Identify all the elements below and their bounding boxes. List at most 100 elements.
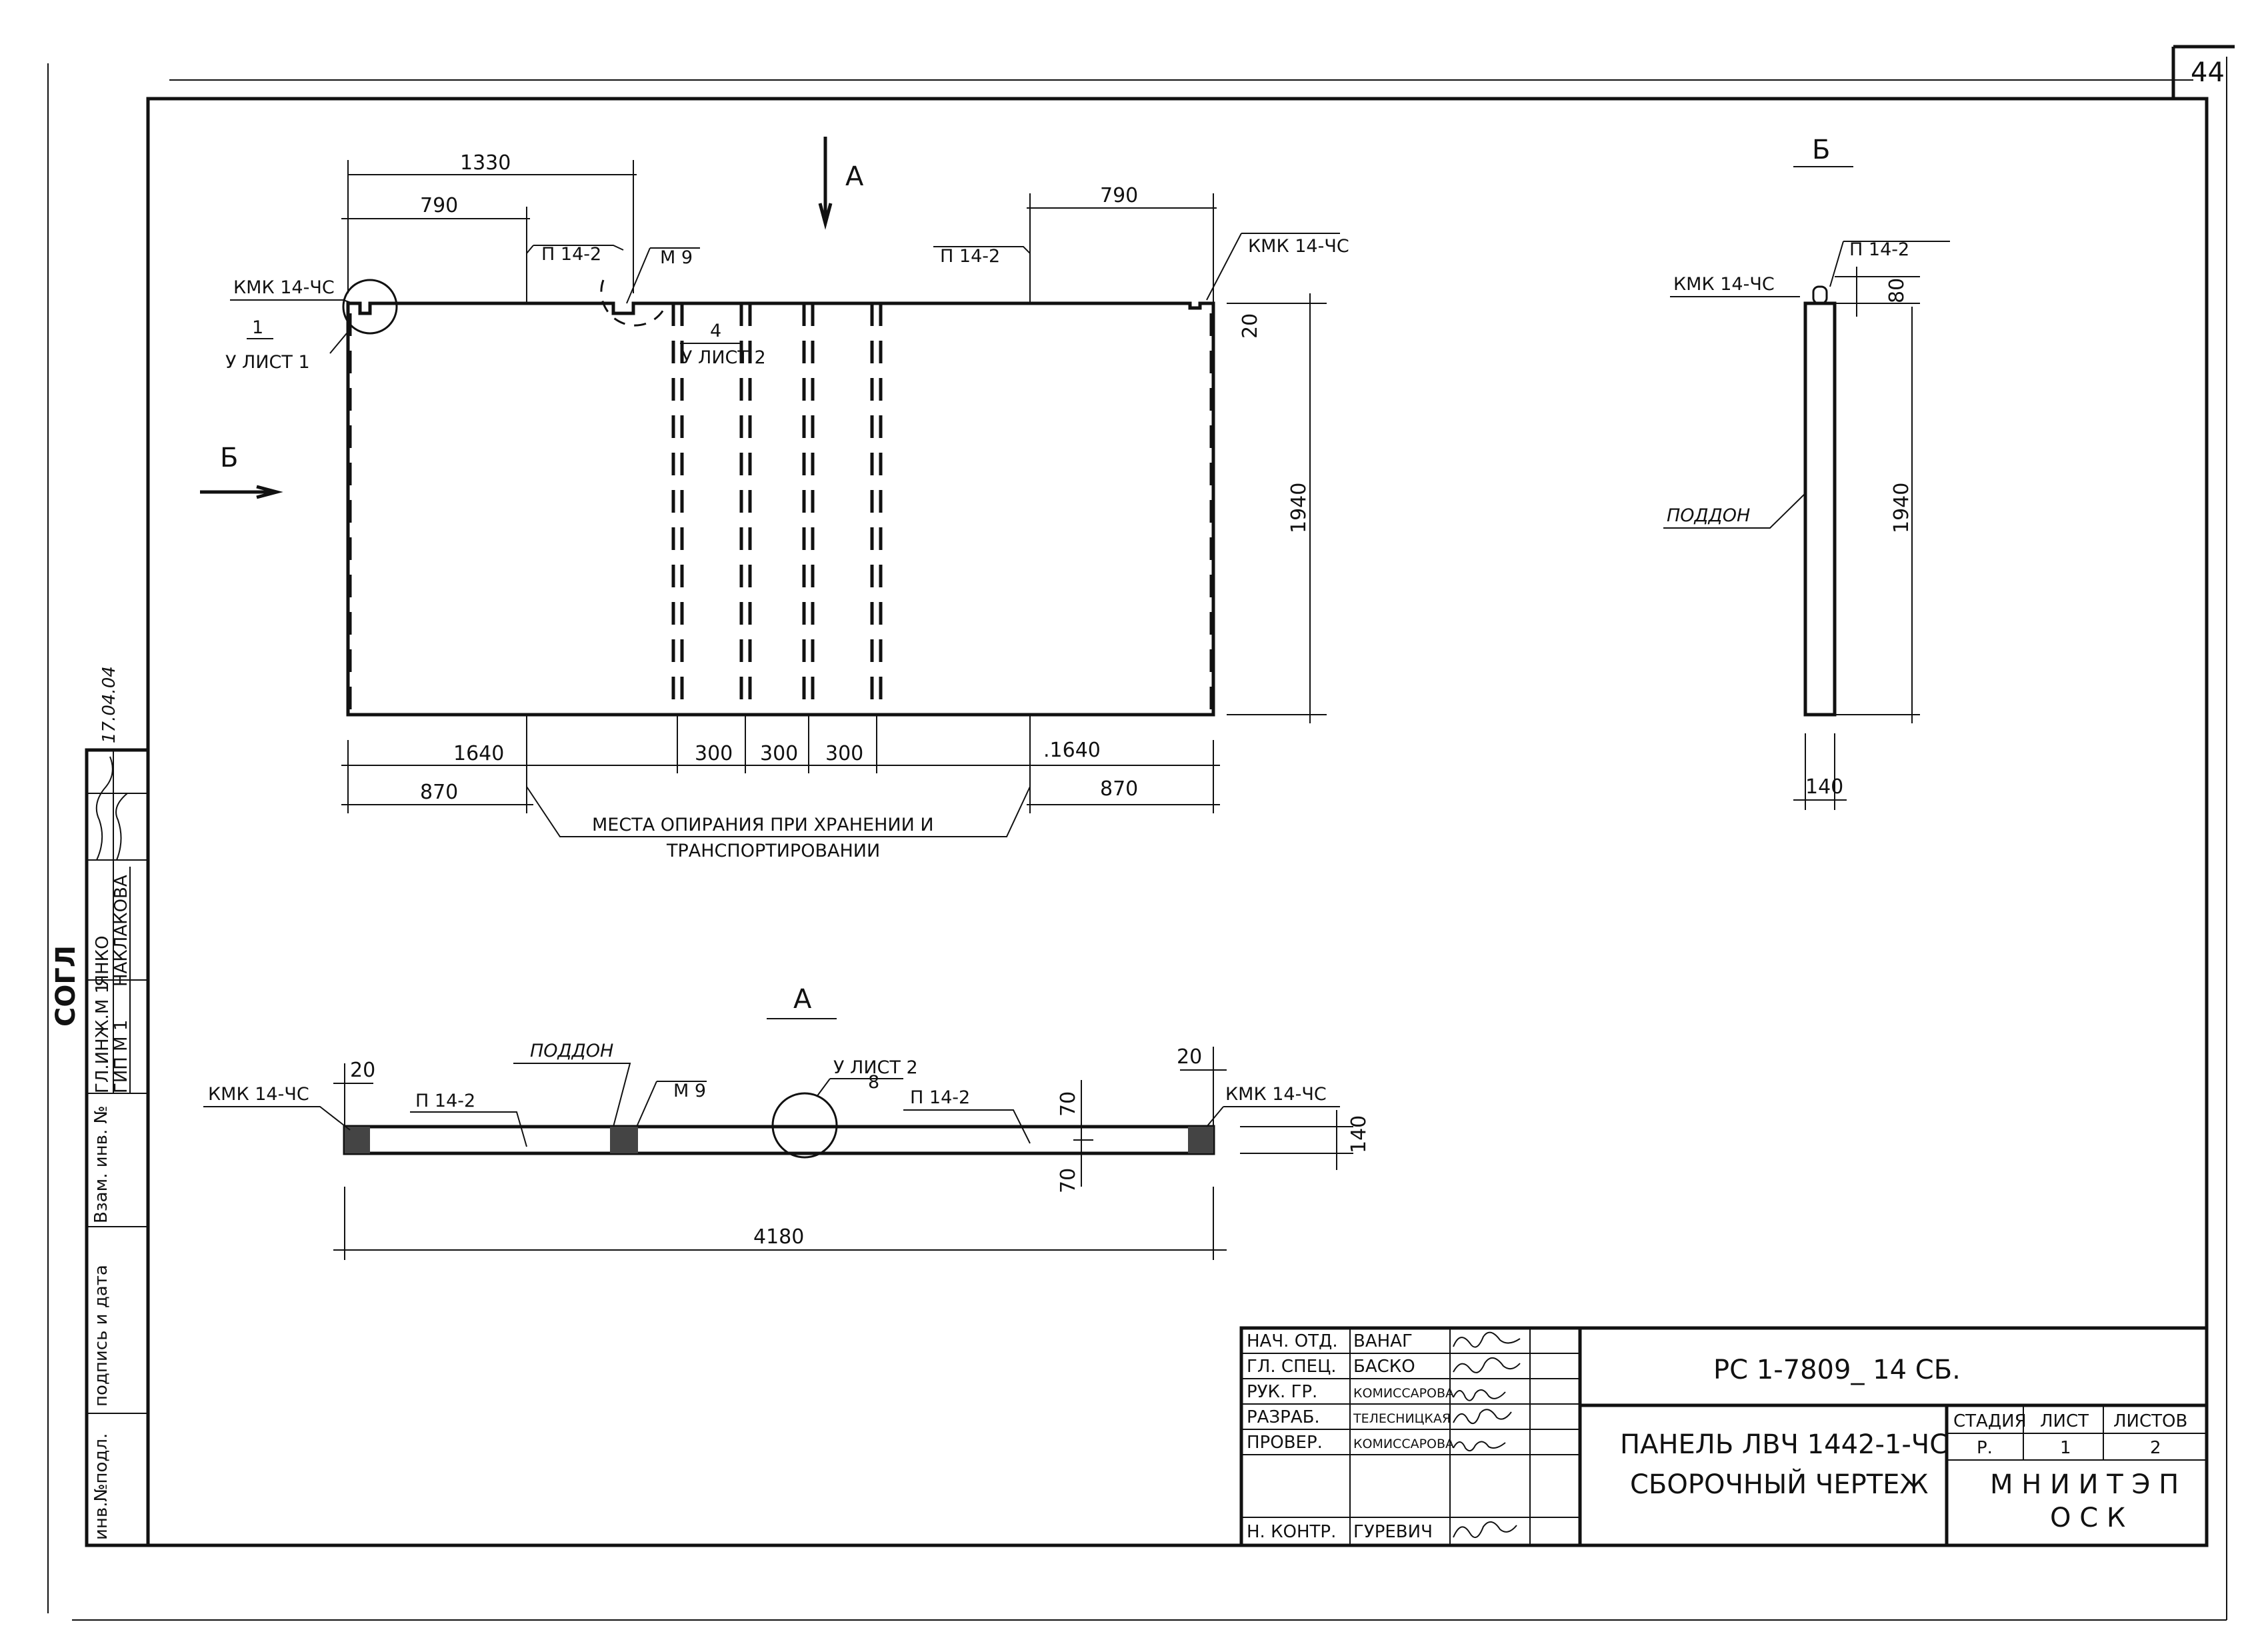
tb-role-7: Н. КОНТР. [1247,1522,1336,1542]
side-panel-body [1803,301,1837,717]
view-a-kmk-right: КМК 14-ЧС [1225,1084,1327,1105]
view-a-p142-left: П 14-2 [415,1091,475,1111]
view-b-kmk: КМК 14-ЧС [1673,274,1775,295]
dim-1330-label: 1330 [460,151,511,175]
node-4-sheet: У ЛИСТ 2 [681,347,766,368]
support-text-2: ТРАНСПОРТИРОВАНИИ [666,841,880,861]
view-a-dim-140: 140 [1347,1115,1371,1153]
section-end-block-right [1188,1127,1213,1153]
tb-name-line-1: ПАНЕЛЬ ЛВЧ 1442-1-ЧС [1620,1429,1948,1460]
tb-name-5: КОМИССАРОВА [1353,1437,1454,1451]
view-a-node8-num: 8 [868,1072,879,1093]
approval-name-2: НАКЛАКОВА [111,875,131,987]
tb-role-2: ГЛ. СПЕЦ. [1247,1357,1337,1377]
support-text-1: МЕСТА ОПИРАНИЯ ПРИ ХРАНЕНИИ И [592,815,934,835]
view-b-dim-140: 140 [1805,775,1843,799]
p142-right-label: П 14-2 [940,246,1000,267]
tb-name-1: ВАНАГ [1353,1331,1413,1351]
tb-name-7: ГУРЕВИЧ [1353,1522,1433,1542]
panel-outline [346,301,1215,717]
dim-1640-left-label: 1640 [453,742,504,765]
view-b-title: Б [1812,135,1830,165]
dim-300-a-label: 300 [695,742,733,765]
dim-300-b-label: 300 [760,742,798,765]
title-block: НАЧ. ОТД. ВАНАГ ГЛ. СПЕЦ. БАСКО РУК. ГР.… [1239,1326,2209,1547]
tb-role-5: ПРОВЕР. [1247,1433,1323,1453]
kmk-right-label: КМК 14-ЧС [1248,236,1349,257]
dim-20-label: 20 [1239,313,1262,339]
node-1-number: 1 [252,317,263,338]
approval-stamp-fragment: СОГЛ [51,945,81,1027]
dim-1940-label: 1940 [1287,483,1311,533]
margin-label-vzam: Взам. инв. № [91,1105,111,1223]
tb-role-4: РАЗРАБ. [1247,1407,1320,1427]
dim-790-right-label: 790 [1100,184,1138,207]
tb-name-3: КОМИССАРОВА [1353,1386,1454,1401]
view-b-dim-1940: 1940 [1890,483,1913,533]
approval-role-1: ГЛ.ИНЖ.М 1 [93,983,113,1093]
m9-label: М 9 [660,247,693,268]
tb-org-line-1: М Н И И Т Э П [1990,1469,2179,1500]
dim-870-left-label: 870 [420,781,458,804]
sheet-number: 44 [2191,57,2225,88]
kmk-left-label: КМК 14-ЧС [233,277,335,298]
left-margin-strip: 17.04.04 СОГЛ ГЛ.ИНЖ.М 1 ЯНКО ГИП М 1 НА… [51,666,150,1547]
node-4-number: 4 [710,321,721,341]
tb-sheet-value: 1 [2060,1438,2071,1458]
p142-left-label: П 14-2 [541,244,601,265]
node-4-circle [600,279,668,327]
margin-label-podpis: подпись и дата [91,1265,111,1407]
dim-1330: 1330 [347,151,637,293]
tb-role-3: РУК. ГР. [1247,1382,1317,1402]
margin-label-inv: инв.№подл. [91,1433,111,1540]
view-a-dim-70-top: 70 [1057,1091,1080,1117]
view-a-dim-70-bottom: 70 [1057,1168,1080,1193]
handwritten-signatures [1453,1331,1521,1539]
view-a-kmk-left: КМК 14-ЧС [208,1084,309,1105]
node-1-circle [342,279,398,335]
tb-sheets-label: ЛИСТОВ [2113,1411,2187,1431]
tb-name-4: ТЕЛЕСНИЦКАЯ [1353,1411,1451,1426]
dim-870-right-label: 870 [1100,777,1138,801]
tb-code: РС 1-7809_ 14 СБ. [1713,1355,1961,1385]
section-a-label: А [845,161,864,192]
dim-790-left: 790 [341,194,530,303]
tb-org-line-2: О С К [2050,1503,2125,1533]
dim-790-right: 790 [1027,184,1217,303]
approval-date: 17.04.04 [99,666,119,743]
tb-role-1: НАЧ. ОТД. [1247,1331,1338,1351]
view-a-dim-20-left: 20 [350,1059,375,1082]
section-end-block-left [345,1127,370,1153]
approval-signature-1 [95,756,128,861]
tb-stage-label: СТАДИЯ [1953,1411,2027,1431]
view-a-dim-20-right: 20 [1177,1045,1202,1069]
tb-name-line-2: СБОРОЧНЫЙ ЧЕРТЕЖ [1630,1468,1929,1500]
view-a-dim-4180: 4180 [753,1225,804,1249]
node-1-sheet: У ЛИСТ 1 [225,352,310,373]
dim-1640-right-label: .1640 [1043,739,1101,762]
view-a-p142-right: П 14-2 [910,1087,970,1108]
section-b-label: Б [220,443,238,473]
support-leader [526,786,1031,837]
section-end-block-mid [610,1127,638,1153]
view-a-m9: М 9 [673,1081,706,1101]
tb-sheet-label: ЛИСТ [2040,1411,2089,1431]
tb-name-2: БАСКО [1353,1357,1415,1377]
view-a-poddon: ПОДДОН [530,1041,613,1061]
approval-name-1: ЯНКО [93,935,113,987]
main-view: 1 У ЛИСТ 1 4 У ЛИСТ 2 1330 790 790 КМК 1… [200,137,1349,861]
dim-300-c-label: 300 [825,742,863,765]
approval-role-2: ГИП М 1 [111,1020,131,1093]
view-b-dim-80: 80 [1885,278,1909,303]
dim-790-left-label: 790 [420,194,458,217]
view-b-poddon: ПОДДОН [1667,505,1750,526]
view-a-title: А [793,984,812,1015]
section-view-a: А 8 У ЛИСТ 2 КМК 14-ЧС 20 ПОДДОН П 14-2 … [203,984,1371,1260]
side-view-b: Б КМК 14-ЧС П 14-2 80 1940 ПОДДОН 140 [1663,135,1950,810]
tb-sheets-value: 2 [2150,1438,2161,1458]
view-a-node8-sheet: У ЛИСТ 2 [833,1057,918,1078]
tb-stage-value: Р. [1977,1438,1993,1458]
view-b-p142: П 14-2 [1849,239,1909,260]
node-8-circle [771,1092,838,1159]
